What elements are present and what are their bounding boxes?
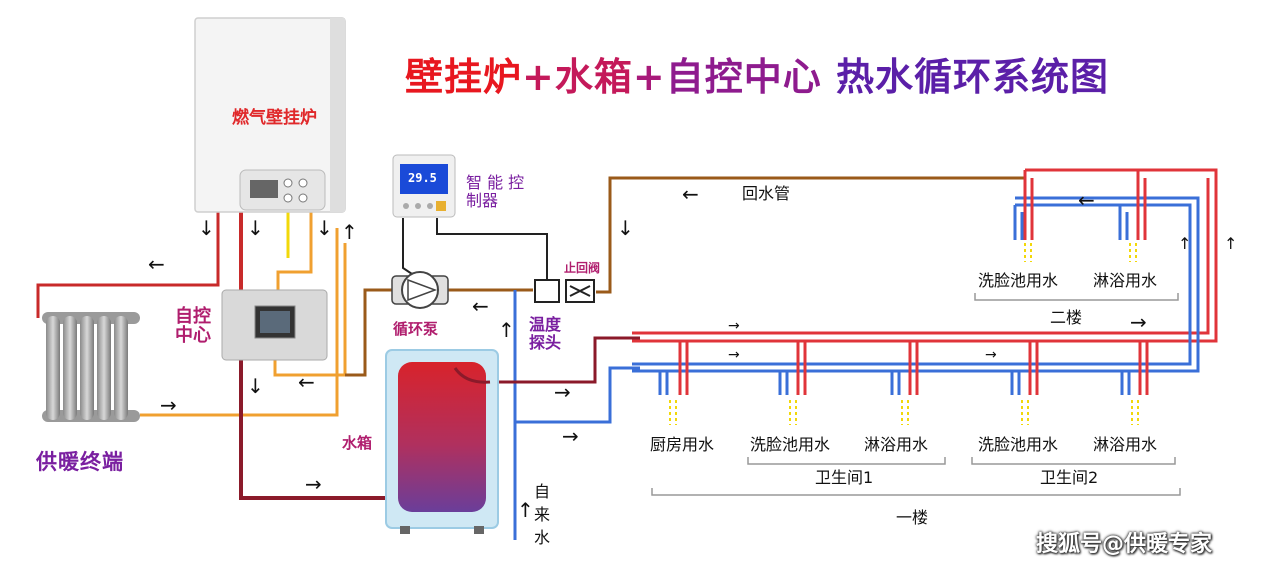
boiler-knob-4[interactable] <box>298 193 308 203</box>
flow-arrow-icon: → <box>728 347 740 363</box>
boiler-side <box>330 18 345 212</box>
smart-controller-label: 智 能 控制器 <box>466 173 525 211</box>
flow-arrow-icon: ← <box>148 252 165 276</box>
title-seg-5: 自控中心 <box>665 55 836 99</box>
water-tank-inner <box>398 362 486 512</box>
boiler-knob-1[interactable] <box>283 178 293 188</box>
group-floor1: 一楼 <box>896 508 929 527</box>
boiler-knob-3[interactable] <box>283 193 293 203</box>
flow-arrow-icon: → <box>728 318 740 334</box>
flow-arrow-icon: → <box>305 472 322 496</box>
page-title: 壁挂炉+水箱+自控中心 热水循环系统图 <box>405 58 1109 96</box>
flow-arrow-icon: ↑ <box>498 318 515 342</box>
flow-arrow-icon: → <box>562 424 579 448</box>
fixture-kitchen: 厨房用水 <box>650 435 715 454</box>
pump-return-pipe <box>345 288 392 377</box>
hot-to-house-pipe <box>490 336 640 384</box>
fixture-bath1-basin: 洗脸池用水 <box>750 435 831 454</box>
flow-arrow-icon: ↓ <box>247 374 264 398</box>
flow-arrow-icon: ↑ <box>341 220 358 244</box>
watermark: 搜狐号@供暖专家 <box>1036 532 1213 557</box>
smart-controller-btn-1[interactable] <box>403 203 409 209</box>
control-center-screen-inner <box>260 311 290 333</box>
fixture-f2-shower: 淋浴用水 <box>1093 271 1158 290</box>
control-center-label: 自控 中心 <box>175 306 211 346</box>
flow-arrow-icon: ↓ <box>617 216 634 240</box>
floor1-drops <box>658 341 1149 395</box>
circulation-pump <box>391 271 449 309</box>
pump-label: 循环泵 <box>393 320 439 338</box>
title-seg-2: + <box>522 55 555 99</box>
flow-arrow-icon: ↑ <box>517 498 534 522</box>
tap-outlets <box>669 243 1139 425</box>
smart-controller-btn-3[interactable] <box>427 203 433 209</box>
floor1-hot-pipe <box>632 178 1210 335</box>
radiator <box>42 312 140 422</box>
check-valve <box>565 279 595 303</box>
floor1-hot-pipe-inner <box>632 168 1218 343</box>
flow-arrow-icon: ↑ <box>1178 234 1192 253</box>
title-seg-3: 水箱 <box>554 55 633 99</box>
check-valve-label: 止回阀 <box>564 261 601 275</box>
flow-arrow-icon: ↓ <box>247 216 264 240</box>
fixture-bath2-basin: 洗脸池用水 <box>978 435 1059 454</box>
smart-controller-btn-4[interactable] <box>436 201 446 211</box>
flow-arrow-icon: → <box>160 393 177 417</box>
return-pipe-label: 回水管 <box>742 184 791 203</box>
center-return-pipe <box>273 243 347 377</box>
group-brackets <box>651 293 1181 496</box>
fixture-f2-basin: 洗脸池用水 <box>978 271 1059 290</box>
flow-arrow-icon: → <box>554 380 571 404</box>
controller-wire-pump <box>402 218 419 279</box>
floor2-hot-pipe <box>1023 170 1147 240</box>
flow-arrow-icon: ← <box>298 370 315 394</box>
floor1-cold-pipe-inner <box>632 196 1200 373</box>
title-seg-4: + <box>632 55 666 99</box>
center-to-boiler-pipe <box>276 212 313 292</box>
flow-arrow-icon: ← <box>682 182 699 206</box>
tank-foot-right <box>474 526 484 534</box>
boiler-display <box>250 180 278 198</box>
tank-hot-coil <box>453 367 491 384</box>
tank-label: 水箱 <box>342 434 373 452</box>
flow-arrow-icon: → <box>985 347 997 363</box>
radiator-supply-pipe <box>36 212 220 318</box>
smart-controller-screen <box>400 164 448 194</box>
boiler-knob-2[interactable] <box>298 178 308 188</box>
flow-arrow-icon: ↑ <box>1224 234 1238 253</box>
smart-controller-btn-2[interactable] <box>415 203 421 209</box>
flow-arrow-icon: ← <box>1078 188 1095 212</box>
group-bathroom1: 卫生间1 <box>815 468 874 487</box>
floor2-cold-drops <box>1013 205 1129 240</box>
group-floor2: 二楼 <box>1050 308 1083 327</box>
flow-arrow-icon: ↓ <box>316 216 333 240</box>
flow-arrow-icon: ← <box>472 294 489 318</box>
group-bathroom2: 卫生间2 <box>1040 468 1099 487</box>
title-seg-1: 壁挂炉 <box>405 55 523 99</box>
temperature-probe <box>534 279 560 303</box>
center-to-tank-pipe <box>239 360 392 500</box>
heating-terminal-label: 供暖终端 <box>36 450 124 474</box>
smart-controller-display: 29.5 <box>408 171 437 185</box>
radiator-return-pipe <box>140 228 339 417</box>
tank-foot-left <box>400 526 410 534</box>
tap-water-label: 自 来 水 <box>534 482 551 548</box>
fixture-bath1-shower: 淋浴用水 <box>864 435 929 454</box>
boiler-label: 燃气壁挂炉 <box>232 108 317 128</box>
flow-arrow-icon: → <box>1130 310 1147 334</box>
controller-wire-probe <box>436 218 548 280</box>
cold-to-house-pipe <box>515 366 640 424</box>
fixture-bath2-shower: 淋浴用水 <box>1093 435 1158 454</box>
title-seg-6: 热水循环系统图 <box>835 55 1109 99</box>
temperature-probe-label: 温度 探头 <box>529 315 562 352</box>
return-main-pipe <box>596 176 1025 294</box>
flow-arrow-icon: ↓ <box>198 216 215 240</box>
